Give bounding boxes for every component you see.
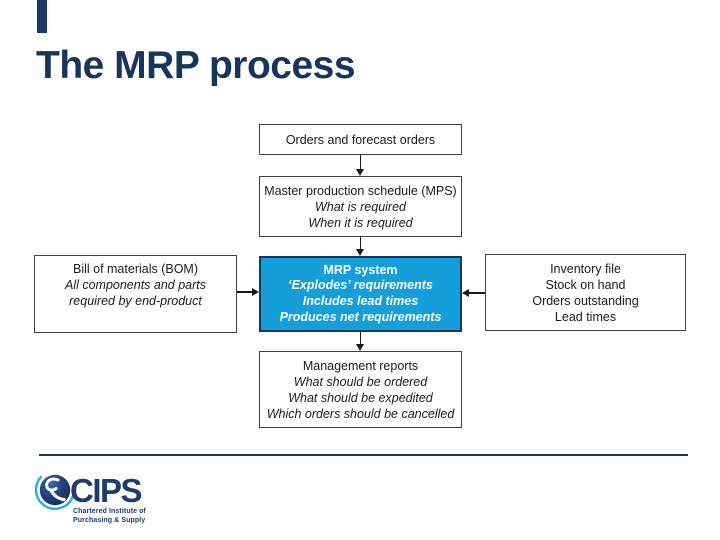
- cips-tagline: Chartered Institute of Purchasing & Supp…: [73, 508, 146, 526]
- box-mps: Master production schedule (MPS) What is…: [259, 176, 462, 237]
- box-mrp-detail: Includes lead times: [302, 294, 419, 308]
- box-management-detail: Which orders should be cancelled: [266, 406, 455, 421]
- box-bom-detail: required by end-product: [69, 294, 202, 308]
- box-management-reports: Management reports What should be ordere…: [259, 351, 462, 428]
- box-mrp-detail: ‘Explodes’ requirements: [288, 278, 433, 293]
- box-mps-detail: When it is required: [308, 215, 413, 230]
- box-mrp-system: MRP system ‘Explodes’ requirements Inclu…: [259, 256, 462, 332]
- box-inventory-detail: Lead times: [554, 309, 617, 324]
- box-management-title: Management reports: [302, 358, 419, 373]
- cips-globe-icon: [34, 474, 75, 510]
- box-mps-detail: What is required: [314, 199, 406, 214]
- box-mrp-title: MRP system: [323, 262, 398, 277]
- box-inventory-detail: Orders outstanding: [532, 293, 639, 308]
- box-bom-detail: All components and parts: [64, 278, 207, 292]
- box-orders-title: Orders and forecast orders: [285, 132, 436, 147]
- box-management-detail: What should be ordered: [293, 374, 428, 389]
- cips-tagline-line2: Purchasing & Supply: [73, 516, 146, 524]
- box-inventory: Inventory file Stock on hand Orders outs…: [485, 254, 686, 331]
- title-accent-bar: [37, 0, 47, 33]
- footer-divider: [39, 454, 688, 456]
- box-inventory-detail: Stock on hand: [545, 277, 626, 292]
- box-bom-title: Bill of materials (BOM): [72, 262, 199, 276]
- box-management-detail: What should be expedited: [288, 390, 433, 405]
- cips-tagline-line1: Chartered Institute of: [73, 508, 146, 515]
- cips-wordmark: CIPS: [70, 472, 143, 509]
- box-inventory-title: Inventory file: [550, 261, 621, 276]
- page-title: The MRP process: [36, 44, 356, 87]
- box-orders: Orders and forecast orders: [259, 124, 462, 155]
- box-bom: Bill of materials (BOM) All components a…: [34, 255, 237, 333]
- box-mps-title: Master production schedule (MPS): [264, 183, 457, 198]
- box-mrp-detail: Produces net requirements: [279, 309, 442, 324]
